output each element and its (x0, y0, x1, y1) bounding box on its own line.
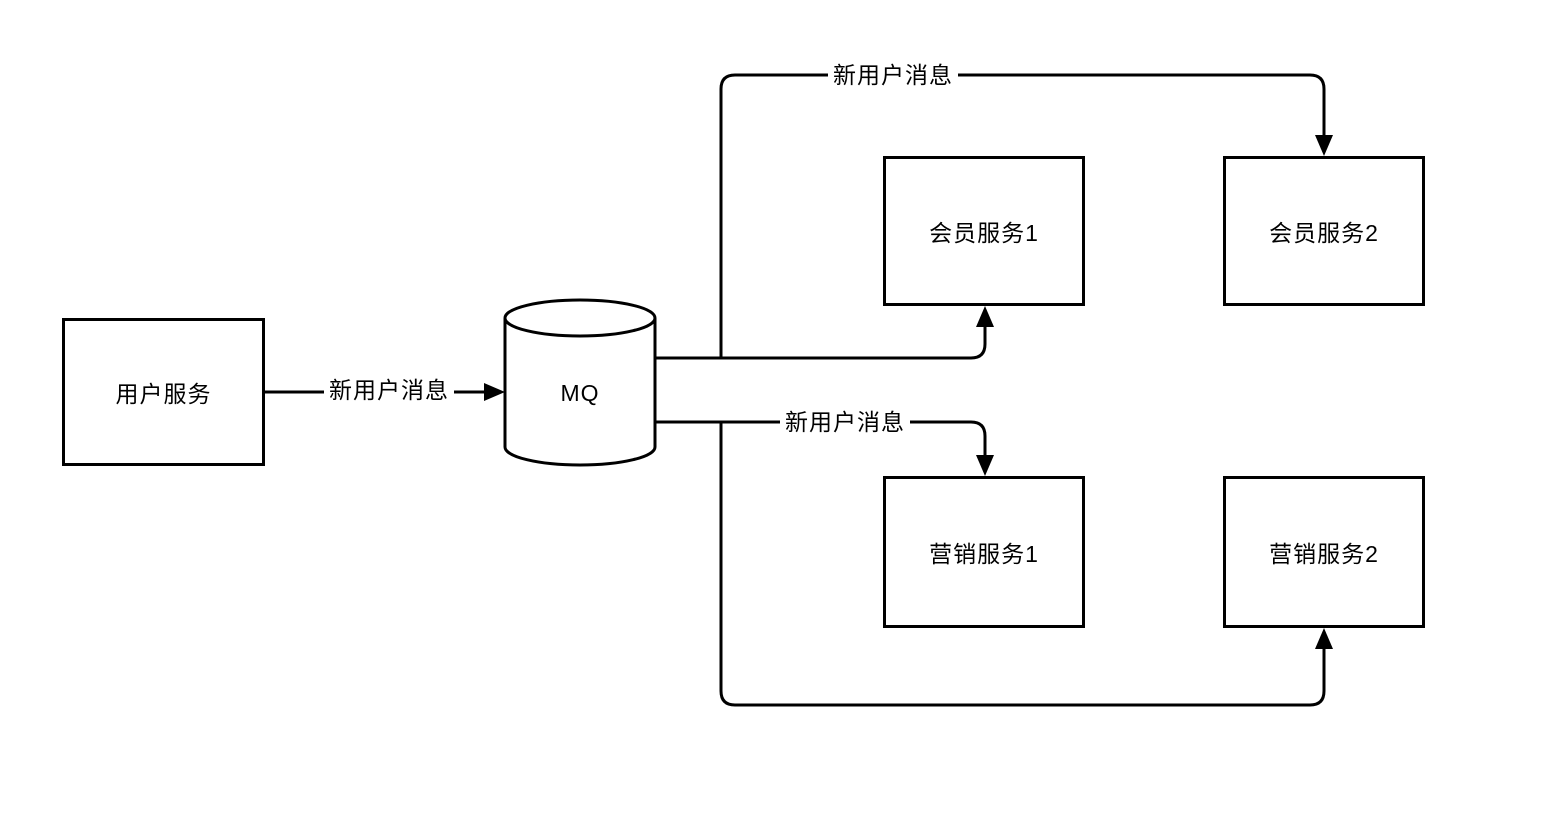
node-member-service-1-label: 会员服务1 (929, 220, 1039, 246)
node-marketing-service-2-label: 营销服务2 (1269, 541, 1379, 567)
arrowhead-into-member-service-1 (976, 306, 994, 327)
node-member-service-2-label: 会员服务2 (1269, 220, 1379, 246)
arrowhead-into-marketing-service-2 (1315, 628, 1333, 649)
arrowhead-into-mq (484, 383, 505, 401)
edge-mq-to-member-service-1 (655, 322, 987, 360)
arrowhead-into-marketing-service-1 (976, 455, 994, 476)
edge-mq-to-member-service-2 (719, 73, 1326, 358)
edge-mq-to-marketing-service-2 (719, 422, 1326, 707)
node-mq-label: MQ (560, 379, 600, 406)
node-user-service-label: 用户服务 (115, 381, 212, 407)
edge-label-mq-to-member-service-2: 新用户消息 (828, 61, 958, 91)
edge-mq-to-marketing-service-1 (655, 420, 987, 460)
edge-label-user-service-to-mq: 新用户消息 (324, 376, 454, 406)
arrowhead-into-member-service-2 (1315, 135, 1333, 156)
node-user-service: 用户服务 (62, 318, 265, 466)
node-marketing-service-1-label: 营销服务1 (929, 541, 1039, 567)
mq-cylinder-top (503, 298, 657, 338)
edge-label-mq-to-marketing-service-1: 新用户消息 (780, 408, 910, 438)
node-marketing-service-2: 营销服务2 (1223, 476, 1425, 628)
node-member-service-1: 会员服务1 (883, 156, 1085, 306)
mq-cylinder-body (503, 318, 657, 467)
node-mq: MQ (505, 368, 655, 418)
node-marketing-service-1: 营销服务1 (883, 476, 1085, 628)
node-member-service-2: 会员服务2 (1223, 156, 1425, 306)
